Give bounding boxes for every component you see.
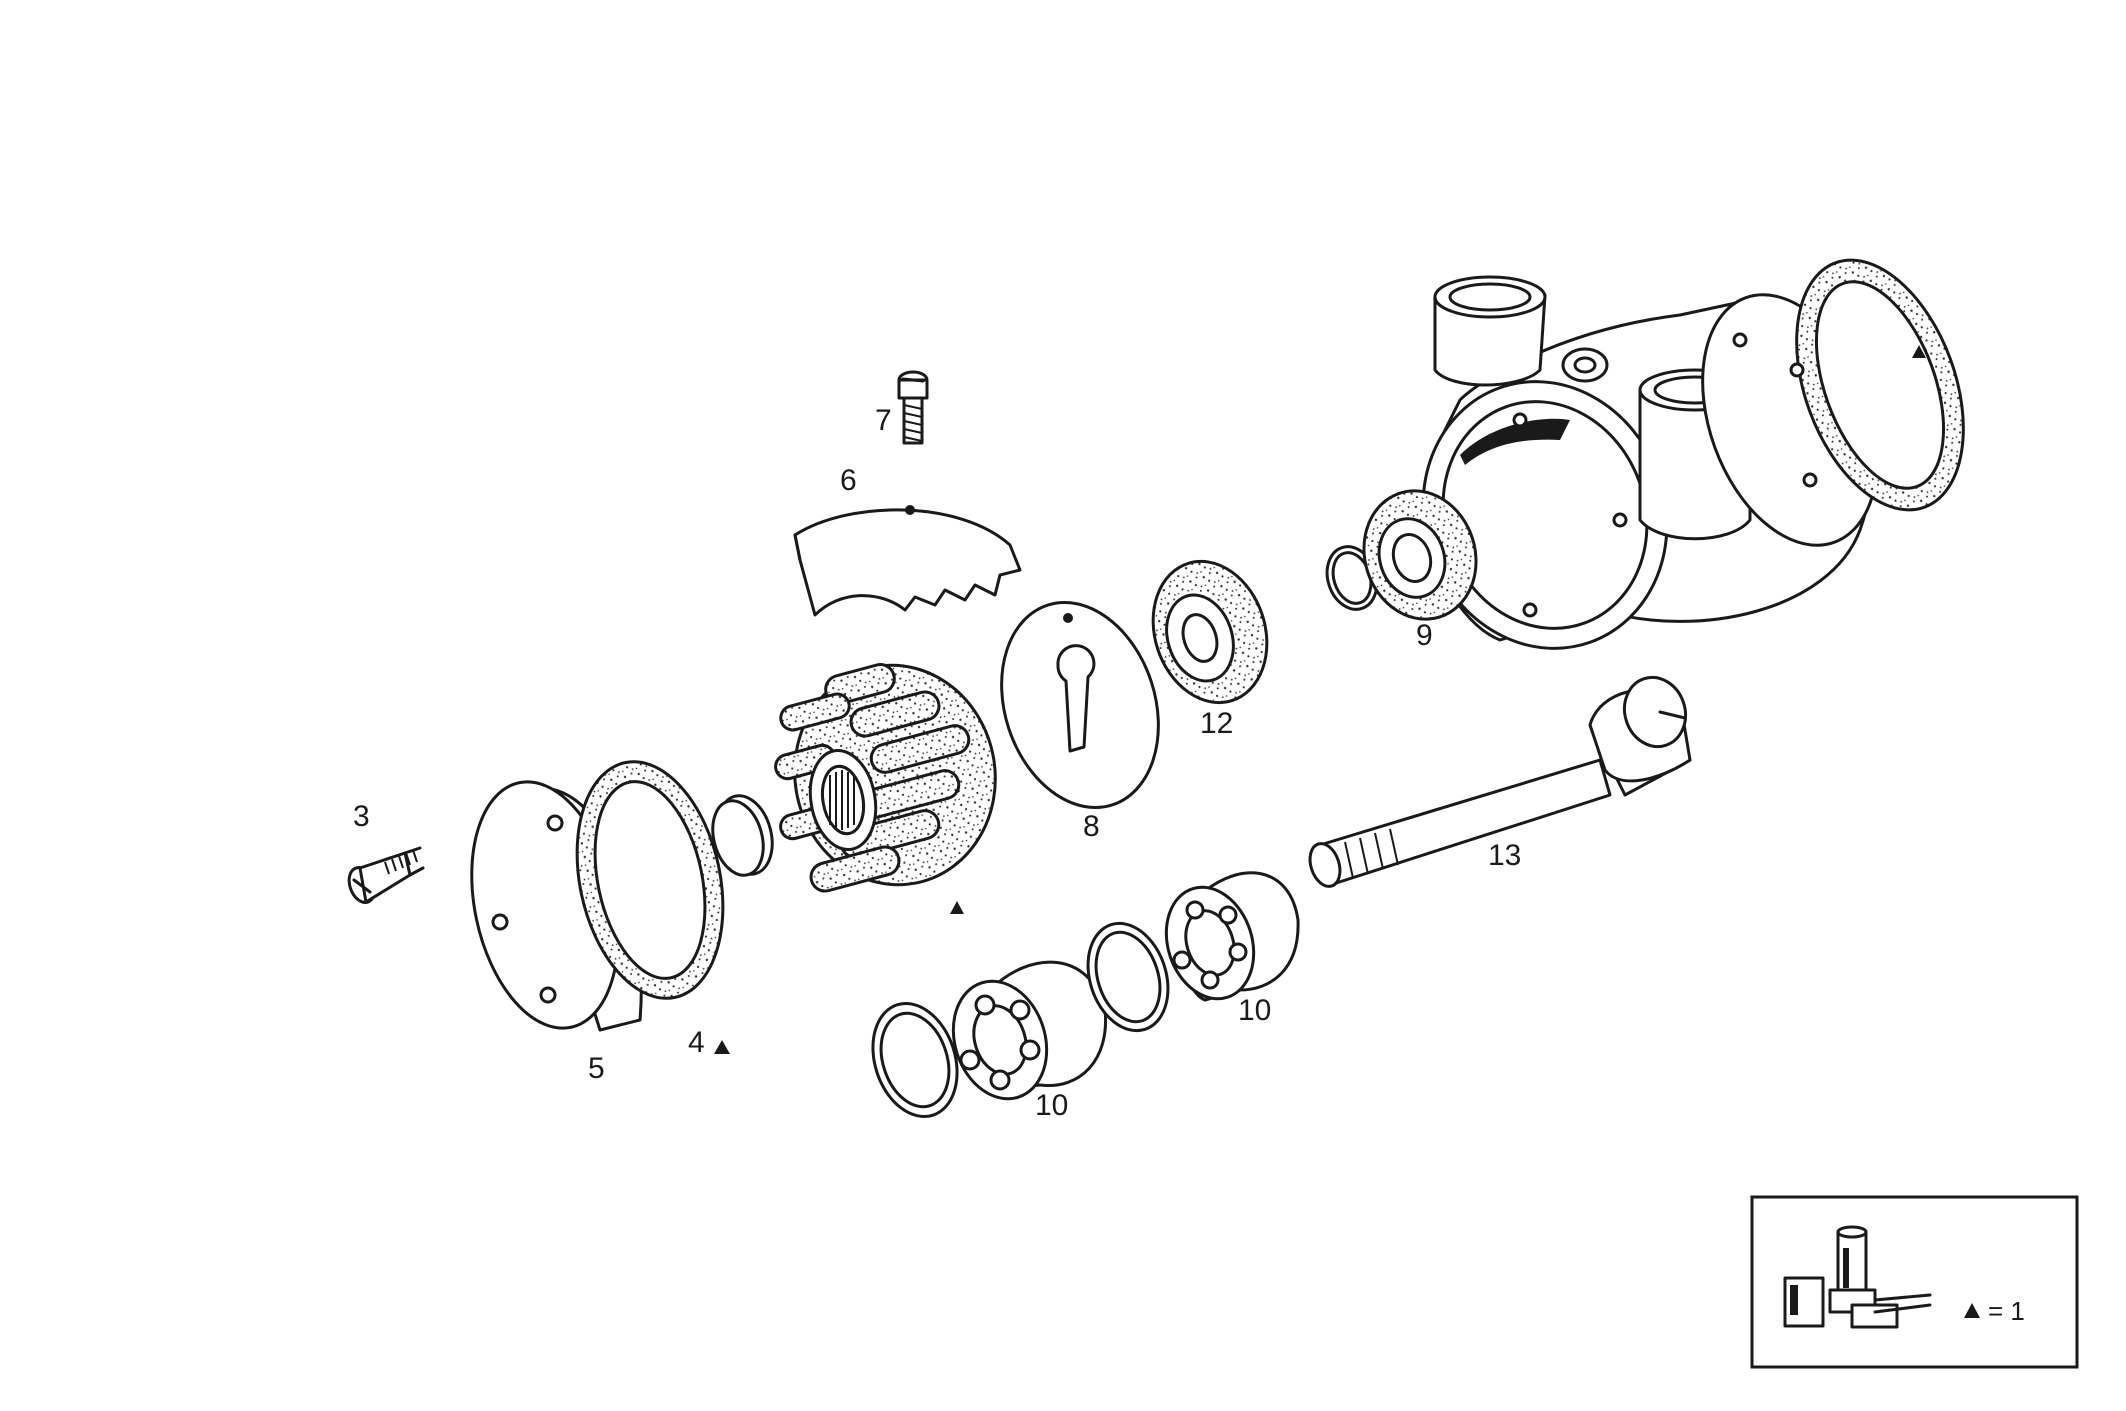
label-part-3: 3 (353, 800, 370, 833)
pump-housing (1421, 258, 1965, 650)
label-part-6: 6 (840, 464, 857, 497)
wear-plate-part-8 (1000, 600, 1160, 810)
label-part-9: 9 (1416, 619, 1433, 652)
bearing-part-10-a (871, 960, 1108, 1119)
triangle-marker-icon (1964, 1303, 1980, 1318)
service-kit-icon (1783, 1225, 1932, 1329)
triangle-marker-icon (950, 901, 964, 914)
screw-part-3 (347, 846, 425, 904)
bearing-part-10-b (1086, 871, 1300, 1033)
shaft-part-13 (1308, 675, 1692, 888)
gasket-part-4 (575, 760, 725, 1000)
label-part-4: 4 (688, 1026, 705, 1059)
label-part-5: 5 (588, 1052, 605, 1085)
screw-part-7 (897, 370, 929, 445)
legend-box: = 1 (1750, 1195, 2079, 1369)
label-part-13: 13 (1488, 839, 1521, 872)
triangle-marker-icon (1912, 345, 1926, 358)
label-part-8: 8 (1083, 810, 1100, 843)
seal-cap (711, 794, 774, 877)
impeller (774, 663, 997, 893)
label-part-10-a: 10 (1035, 1089, 1068, 1122)
cam-part-6 (793, 505, 1022, 617)
label-part-12: 12 (1200, 707, 1233, 740)
legend-equals-text: = 1 (1988, 1296, 2025, 1326)
label-part-7: 7 (875, 404, 892, 437)
seal-part-9 (1325, 489, 1478, 621)
triangle-marker-icon (714, 1040, 730, 1054)
bearing-part-12 (1151, 559, 1269, 705)
label-part-10-b: 10 (1238, 994, 1271, 1027)
